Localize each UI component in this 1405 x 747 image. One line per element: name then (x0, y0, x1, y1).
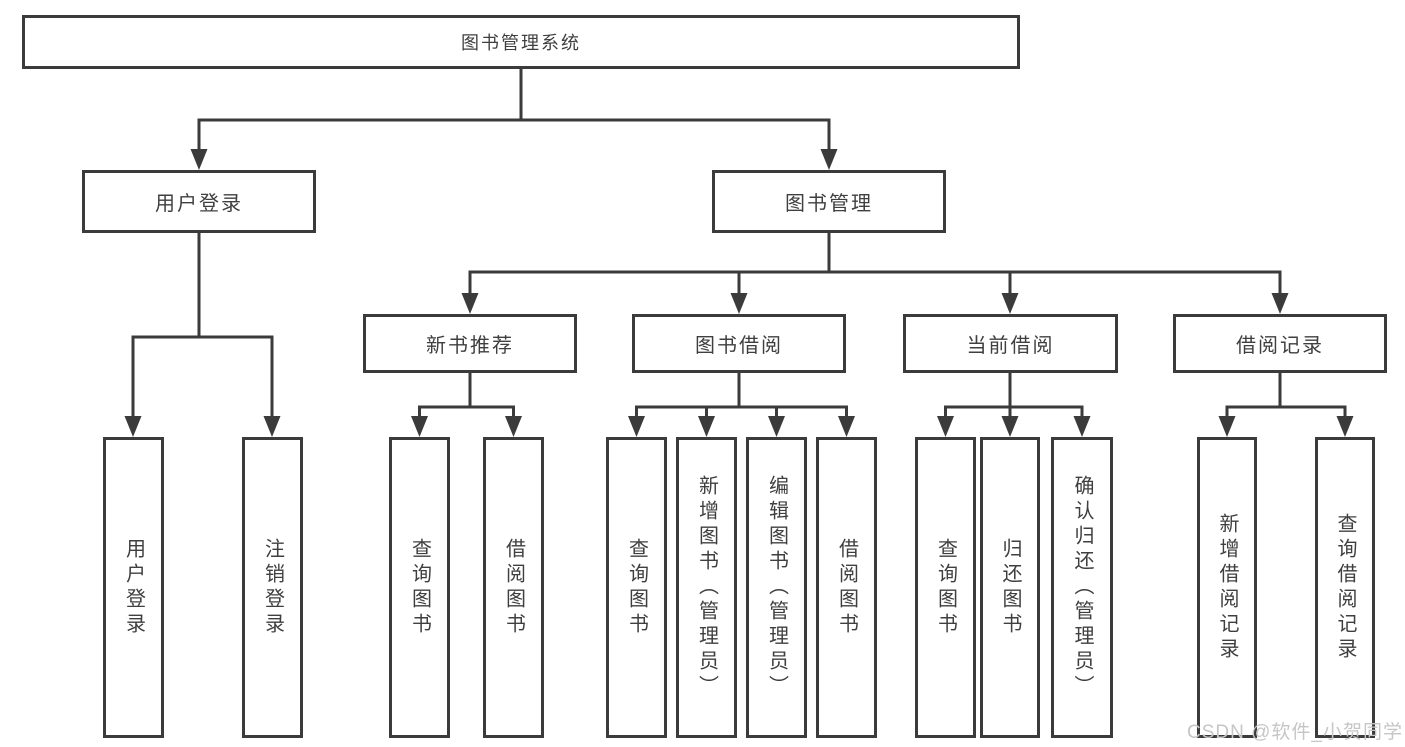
leaf-label: 查询图书 (408, 537, 431, 638)
leaf-label: 查询图书 (934, 537, 957, 638)
leaf-add-borrow-record: 新增借阅记录 (1197, 437, 1257, 738)
node-root: 图书管理系统 (22, 15, 1020, 69)
node-label: 借阅记录 (1236, 335, 1324, 357)
leaf-borrow-book-1: 借阅图书 (483, 437, 544, 738)
arrowhead (124, 416, 142, 437)
leaf-query-borrow-record: 查询借阅记录 (1315, 437, 1375, 738)
arrowhead (1001, 293, 1019, 314)
arrowhead (628, 416, 645, 437)
arrowhead (730, 293, 748, 314)
leaf-label: 归还图书 (999, 537, 1021, 638)
node-label: 用户登录 (155, 193, 243, 215)
arrowhead (1271, 293, 1289, 314)
leaf-logout: 注销登录 (242, 437, 303, 738)
node-label: 新书推荐 (426, 335, 514, 357)
node-label: 图书借阅 (695, 335, 783, 357)
leaf-return-book: 归还图书 (980, 437, 1040, 738)
arrowhead (461, 293, 479, 314)
node-label: 图书管理 (785, 193, 873, 215)
node-current-borrow: 当前借阅 (903, 314, 1118, 373)
node-label: 当前借阅 (966, 335, 1055, 357)
leaf-label: 查询借阅记录 (1334, 512, 1356, 663)
leaf-edit-book-admin: 编辑图书（管理员） (746, 437, 807, 738)
arrowhead (190, 149, 208, 170)
csdn-watermark: CSDN @软件_小贺同学 (1187, 722, 1403, 743)
leaf-label: 注销登录 (261, 537, 284, 638)
leaf-confirm-return-admin: 确认归还（管理员） (1051, 437, 1113, 738)
arrowhead (768, 416, 785, 437)
leaf-label: 确认归还（管理员） (1071, 475, 1093, 700)
leaf-label: 借阅图书 (835, 537, 858, 638)
leaf-borrow-book-2: 借阅图书 (816, 437, 877, 738)
arrowhead (820, 149, 838, 170)
arrowhead (698, 416, 715, 437)
arrowhead (838, 416, 855, 437)
node-book-management: 图书管理 (712, 170, 946, 233)
leaf-label: 用户登录 (122, 537, 145, 638)
leaf-label: 查询图书 (625, 537, 648, 638)
node-book-borrow: 图书借阅 (632, 314, 846, 373)
leaf-label: 新增借阅记录 (1216, 512, 1238, 663)
connector-lines (131, 69, 1347, 420)
arrowhead (937, 416, 954, 437)
arrowhead (1336, 416, 1354, 437)
arrowhead (263, 416, 281, 437)
leaf-user-login: 用户登录 (103, 437, 164, 738)
arrowheads (124, 149, 1354, 437)
arrowhead (1001, 416, 1019, 437)
leaf-label: 编辑图书（管理员） (765, 475, 788, 700)
arrowhead (1073, 416, 1091, 437)
leaf-query-book-3: 查询图书 (915, 437, 976, 738)
node-borrow-record: 借阅记录 (1173, 314, 1387, 373)
node-root-label: 图书管理系统 (461, 33, 581, 53)
leaf-query-book-1: 查询图书 (389, 437, 450, 738)
leaf-label: 借阅图书 (502, 537, 525, 638)
node-new-book-recommend: 新书推荐 (363, 314, 577, 373)
leaf-add-book-admin: 新增图书（管理员） (676, 437, 737, 738)
arrowhead (505, 416, 522, 437)
leaf-label: 新增图书（管理员） (695, 475, 718, 700)
arrowhead (411, 416, 428, 437)
node-user-login: 用户登录 (82, 170, 316, 233)
leaf-query-book-2: 查询图书 (606, 437, 667, 738)
arrowhead (1218, 416, 1236, 437)
